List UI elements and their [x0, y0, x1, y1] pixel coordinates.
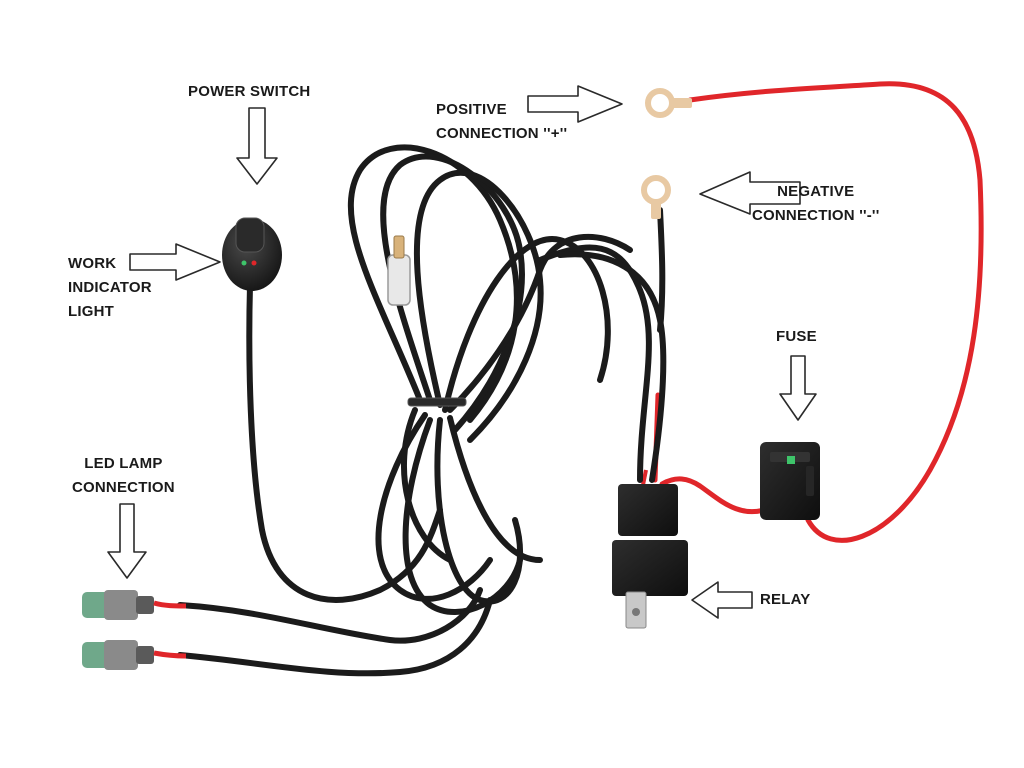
label-positive-line-1: POSITIVE [436, 101, 507, 118]
inline-fuse-holder [387, 235, 411, 306]
label-work-line-2: INDICATOR [68, 279, 152, 296]
label-led-lamp-connection: LED LAMP CONNECTION [72, 452, 175, 500]
power-switch-body [222, 217, 282, 291]
relay-box [612, 484, 688, 629]
fuse-box [760, 442, 820, 520]
label-power-switch: POWER SWITCH [188, 80, 310, 104]
red-lamp-lead-1 [153, 600, 187, 609]
arrow-fuse [779, 355, 817, 421]
negative-ring-terminal [641, 175, 671, 219]
label-work-line-3: LIGHT [68, 303, 114, 320]
arrow-led-lamp [107, 503, 147, 579]
label-negative-line-1: NEGATIVE [777, 183, 855, 200]
label-relay: RELAY [760, 588, 810, 612]
label-positive-connection: POSITIVE CONNECTION ''+'' [436, 98, 567, 146]
label-negative-line-2: CONNECTION ''-'' [752, 207, 880, 224]
red-lamp-lead-2 [153, 650, 187, 659]
positive-ring-terminal [645, 88, 692, 118]
red-fuse-relay-wire [659, 476, 773, 515]
label-fuse: FUSE [776, 325, 817, 349]
led-lamp-connector-2 [82, 640, 154, 670]
label-positive-line-2: CONNECTION ''+'' [436, 125, 568, 142]
arrow-negative [699, 171, 801, 215]
label-led-line-2: CONNECTION [72, 479, 175, 496]
zip-tie [407, 397, 467, 407]
label-power-switch-text: POWER SWITCH [188, 83, 311, 100]
label-work-indicator-light: WORK INDICATOR LIGHT [68, 252, 152, 324]
arrow-work-indicator [129, 243, 221, 281]
label-negative-connection: NEGATIVE CONNECTION ''-'' [752, 180, 879, 228]
arrow-positive [527, 85, 623, 123]
arrow-power-switch [236, 107, 278, 185]
label-fuse-text: FUSE [776, 328, 817, 345]
arrow-relay [691, 581, 753, 619]
led-lamp-connector-1 [82, 590, 154, 620]
label-led-line-1: LED LAMP [84, 455, 163, 472]
red-positive-wire [687, 81, 984, 543]
label-relay-text: RELAY [760, 591, 811, 608]
label-work-line-1: WORK [68, 255, 117, 272]
